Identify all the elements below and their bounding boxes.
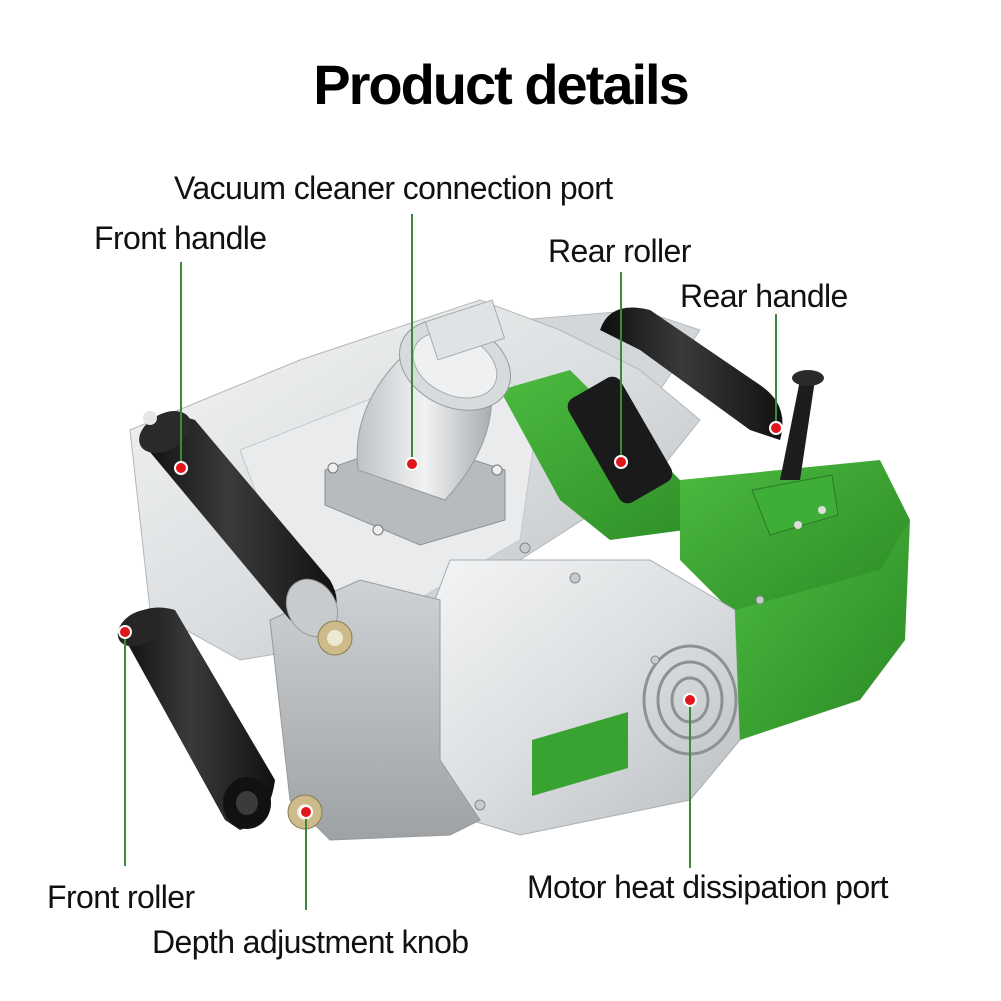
marker-rear-roller xyxy=(614,455,628,469)
page-title: Product details xyxy=(313,53,690,116)
marker-motor-port xyxy=(683,693,697,707)
label-front-roller: Front roller xyxy=(47,879,195,915)
label-depth-knob: Depth adjustment knob xyxy=(152,924,469,960)
leader-lines xyxy=(124,214,777,910)
label-rear-roller: Rear roller xyxy=(548,233,691,269)
marker-dots xyxy=(118,421,783,819)
marker-rear-handle xyxy=(769,421,783,435)
marker-front-handle xyxy=(174,461,188,475)
front-handle-illustration xyxy=(139,411,339,638)
label-front-handle: Front handle xyxy=(94,220,267,256)
marker-depth-knob xyxy=(299,805,313,819)
vacuum-port-illustration xyxy=(324,299,511,546)
marker-vacuum-port xyxy=(405,457,419,471)
label-vacuum-port: Vacuum cleaner connection port xyxy=(174,170,613,206)
label-rear-handle: Rear handle xyxy=(680,278,848,314)
label-motor-port: Motor heat dissipation port xyxy=(527,869,889,905)
marker-front-roller xyxy=(118,625,132,639)
